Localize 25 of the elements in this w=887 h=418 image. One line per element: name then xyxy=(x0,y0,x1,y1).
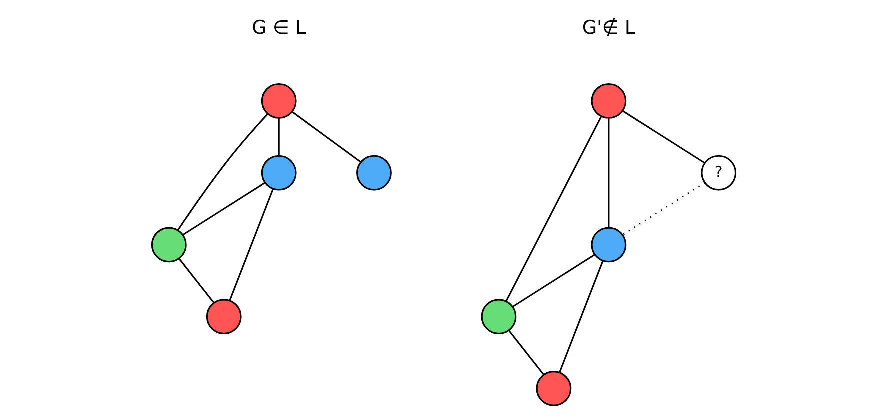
connector xyxy=(176,114,268,231)
connector xyxy=(508,330,544,376)
connector xyxy=(622,182,705,236)
label: G ∈ L xyxy=(252,16,306,39)
connector xyxy=(512,254,595,308)
node-circle xyxy=(150,227,186,263)
node-circle xyxy=(356,155,392,191)
connector xyxy=(182,182,266,236)
connector xyxy=(278,118,280,156)
connector xyxy=(178,258,214,304)
node-circle: ? xyxy=(700,155,736,191)
node-circle xyxy=(536,371,572,406)
connector xyxy=(622,110,705,164)
node-circle xyxy=(480,299,516,335)
connector xyxy=(608,118,610,228)
connector xyxy=(558,260,604,373)
connector xyxy=(505,116,602,302)
connector xyxy=(291,111,361,163)
node-circle xyxy=(260,155,296,191)
connector xyxy=(228,188,274,301)
node-circle xyxy=(260,83,296,119)
label: G'∉ L xyxy=(582,16,635,39)
node-circle xyxy=(206,299,242,335)
node-circle xyxy=(590,83,626,119)
node-circle xyxy=(590,227,626,263)
